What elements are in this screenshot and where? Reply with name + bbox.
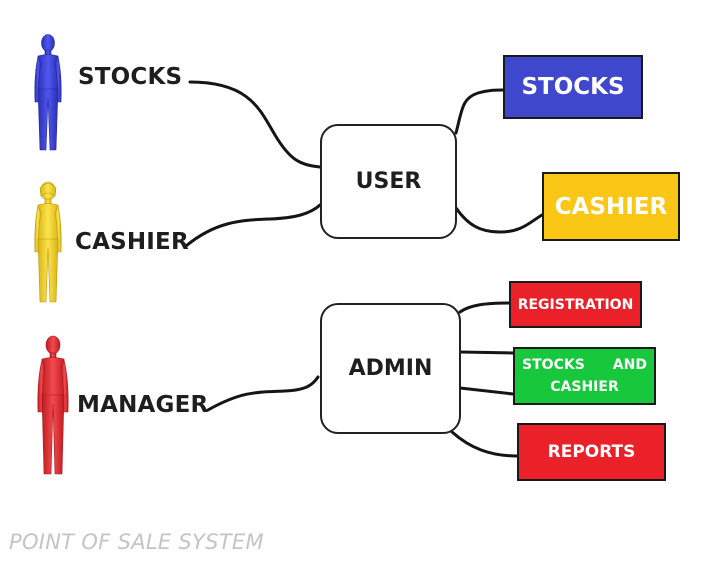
person-figure-icon (34, 34, 62, 151)
connector-admin-stocks-cashier-top (458, 350, 515, 355)
connector-admin-stocks-cashier-bottom (458, 386, 515, 396)
connector-cashier-user (184, 203, 322, 248)
reports-box: REPORTS (517, 423, 666, 481)
stocks-and-cashier-word-stocks: STOCKS (522, 357, 585, 373)
actor-label-cashier: CASHIER (75, 229, 189, 255)
connector-user-cashier-box (454, 206, 544, 234)
actor-label-manager: MANAGER (77, 392, 209, 418)
stocks-and-cashier-word-and: AND (612, 357, 647, 373)
cashier-box: CASHIER (542, 172, 680, 241)
connector-stocks-user (188, 80, 322, 169)
person-figure-icon (34, 181, 62, 303)
connector-user-stocks-box (454, 88, 505, 135)
user-node: USER (320, 124, 457, 239)
actor-label-stocks: STOCKS (78, 64, 183, 90)
footer-caption: POINT OF SALE SYSTEM (9, 530, 264, 554)
connector-admin-registration (458, 301, 511, 314)
connector-admin-reports (450, 430, 519, 458)
connector-manager-admin (206, 375, 320, 412)
registration-box: REGISTRATION (509, 281, 642, 328)
admin-node: ADMIN (320, 303, 461, 434)
stocks-and-cashier-box: STOCKS AND CASHIER (513, 347, 656, 405)
person-figure-icon (37, 335, 69, 475)
stocks-and-cashier-word-cashier: CASHIER (550, 379, 619, 395)
stocks-box: STOCKS (503, 55, 643, 119)
